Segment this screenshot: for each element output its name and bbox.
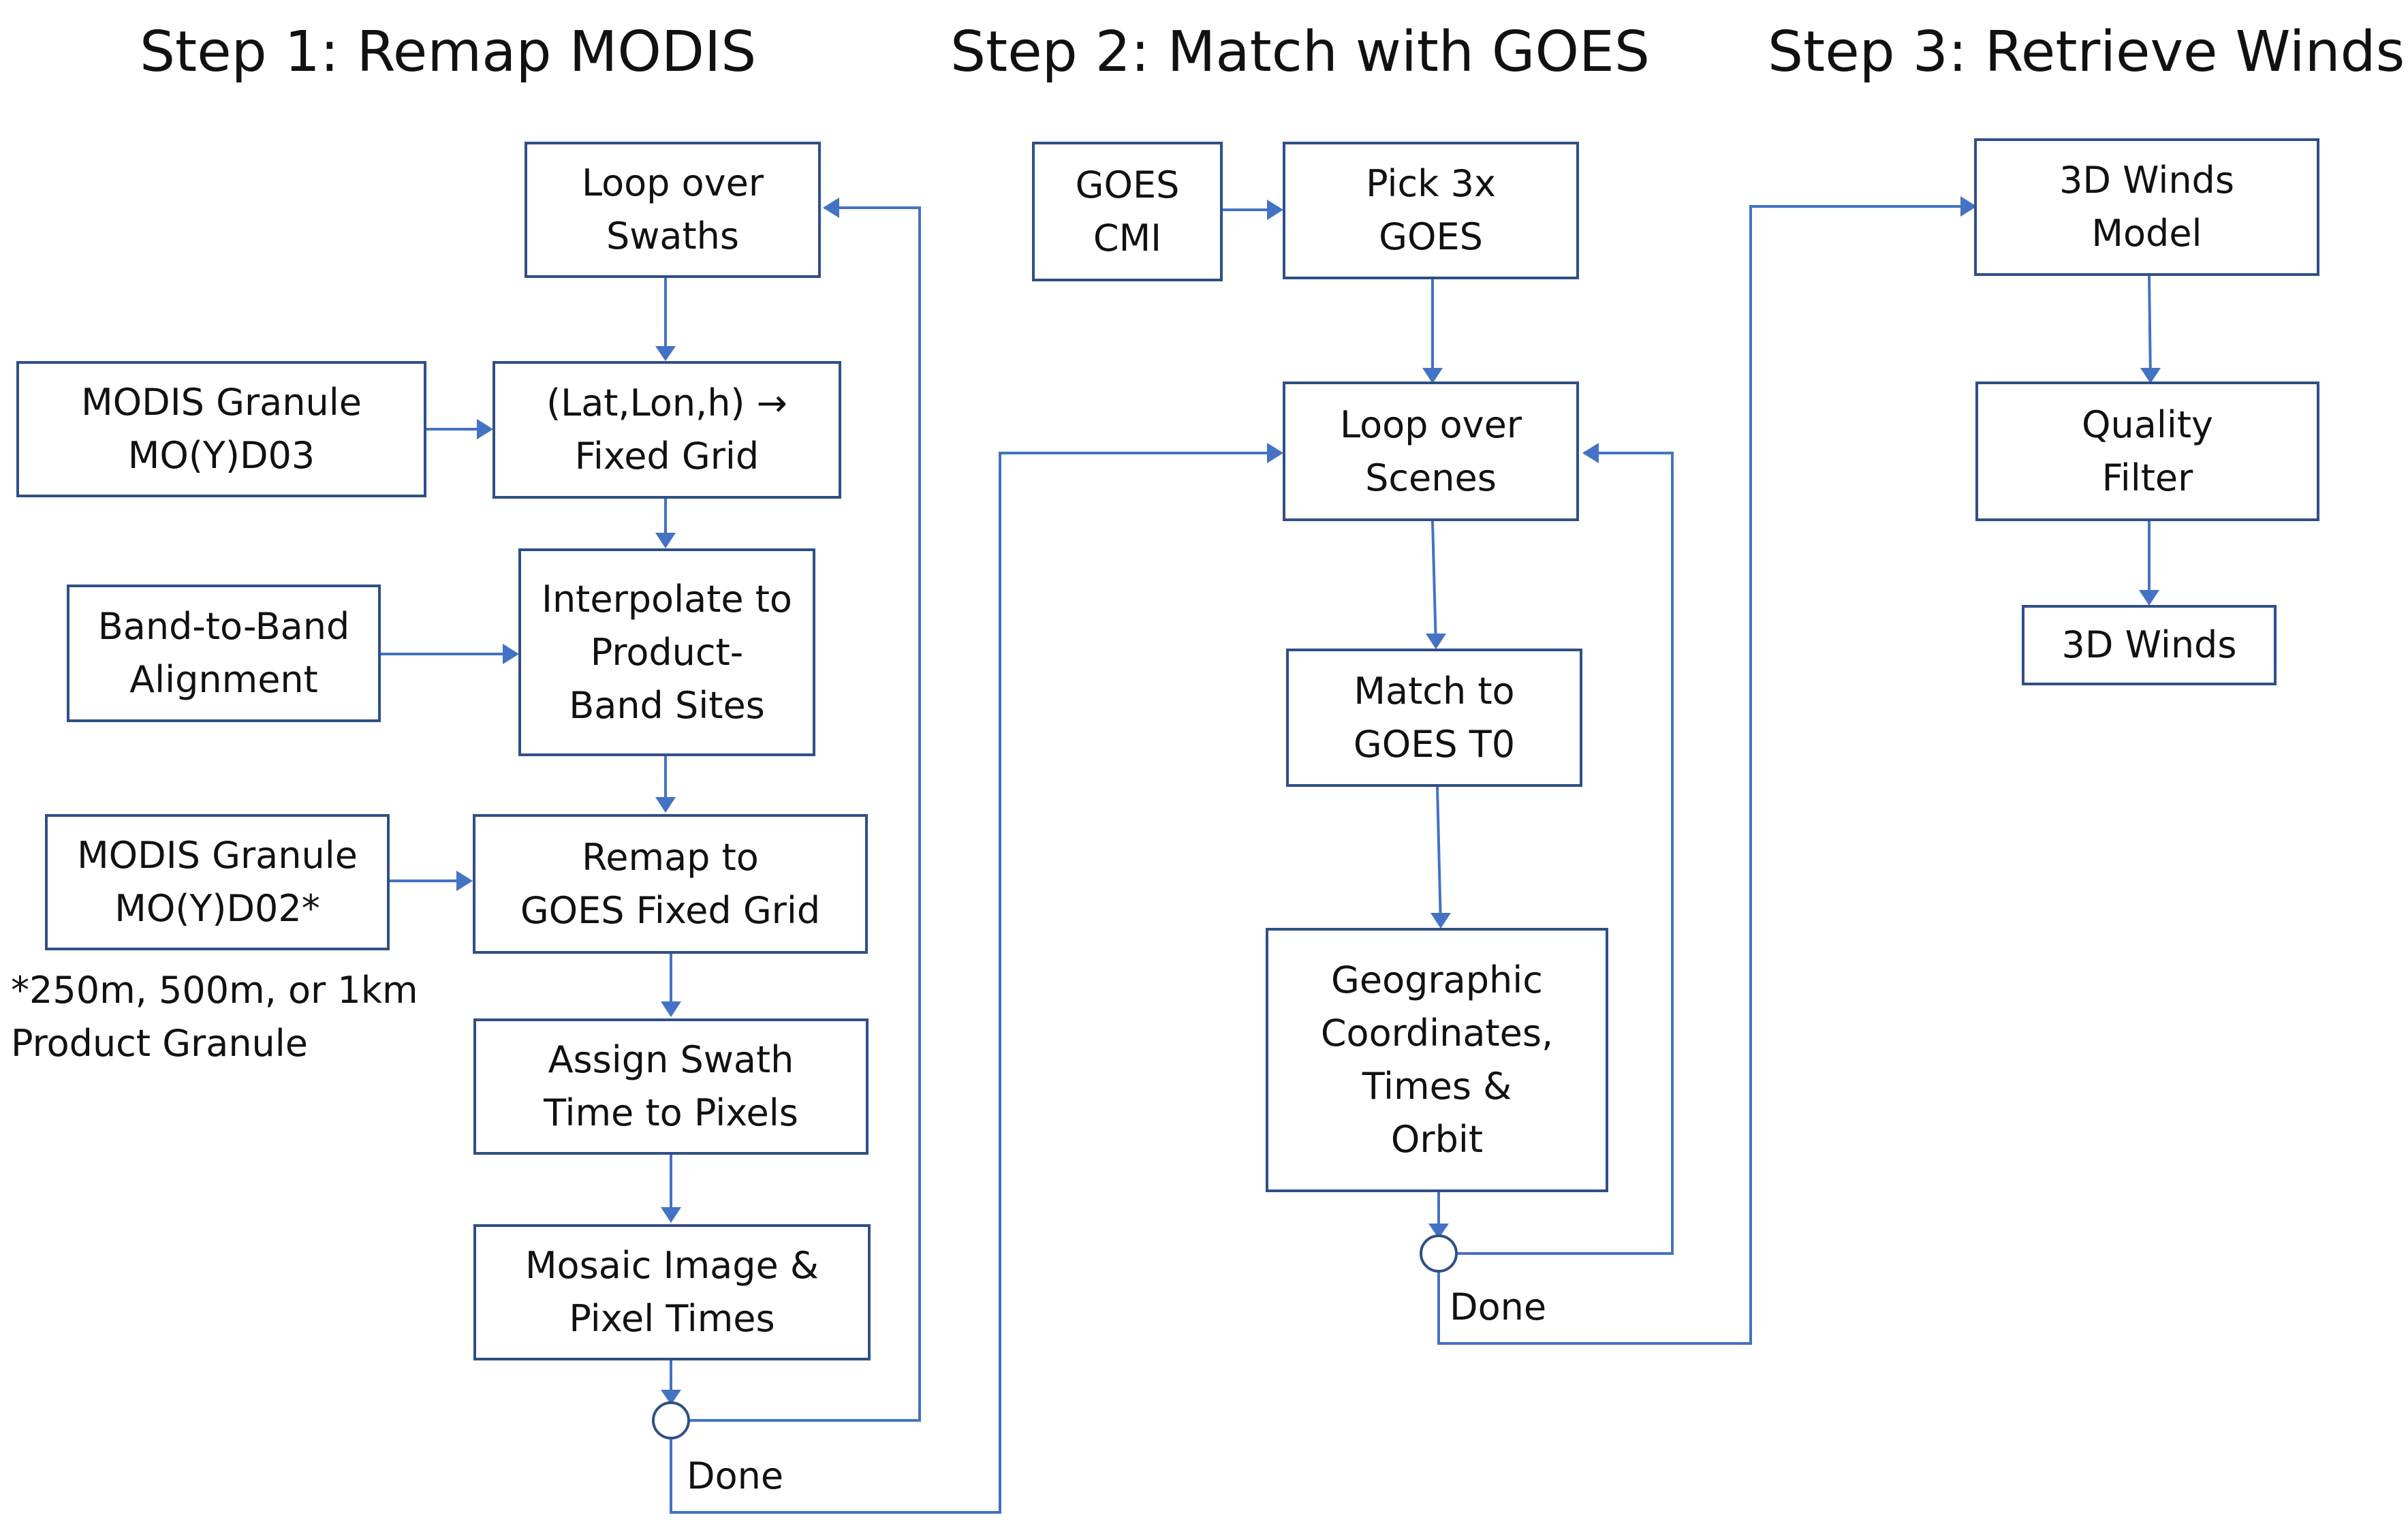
match-goes-t0-box: Match to GOES T0 (1286, 649, 1582, 787)
quality-filter-label: Quality Filter (2082, 403, 2213, 499)
loop-back-swaths (689, 206, 921, 1422)
arrowhead (823, 198, 839, 218)
arrowhead (2140, 368, 2161, 384)
arrowhead (2139, 590, 2159, 606)
loop-over-swaths-label: Loop over Swaths (581, 161, 764, 258)
arrowhead (1960, 196, 1977, 217)
pick-goes-box: Pick 3x GOES (1283, 142, 1579, 279)
arrowhead (456, 871, 473, 891)
interpolate-label: Interpolate to Product- Band Sites (542, 577, 792, 727)
arrowhead (503, 644, 519, 664)
goes-cmi-box: GOES CMI (1032, 142, 1223, 281)
winds-output-box: 3D Winds (2022, 605, 2277, 685)
arrowhead (655, 797, 676, 813)
arrowhead (1422, 368, 1443, 384)
mosaic-image-box: Mosaic Image & Pixel Times (473, 1224, 871, 1360)
modis-granule-d03-label: MODIS Granule MO(Y)D03 (81, 381, 362, 477)
step2-done-label: Done (1450, 1286, 1547, 1328)
assign-swath-time-label: Assign Swath Time to Pixels (544, 1038, 798, 1134)
arrowhead (661, 1207, 681, 1223)
assign-swath-time-box: Assign Swath Time to Pixels (473, 1018, 869, 1155)
loop-node-scenes (1420, 1234, 1458, 1273)
geographic-coordinates-box: Geographic Coordinates, Times & Orbit (1266, 928, 1608, 1192)
fixed-grid-label: (Lat,Lon,h) → Fixed Grid (546, 382, 787, 478)
arrowhead (655, 346, 676, 361)
geographic-coordinates-label: Geographic Coordinates, Times & Orbit (1320, 959, 1554, 1161)
match-goes-t0-label: Match to GOES T0 (1353, 669, 1516, 766)
modis-granule-d03-box: MODIS Granule MO(Y)D03 (16, 361, 426, 497)
done-to-step2 (670, 452, 1281, 1514)
loop-over-scenes-box: Loop over Scenes (1283, 382, 1579, 521)
winds-model-box: 3D Winds Model (1974, 138, 2319, 276)
band-alignment-box: Band-to-Band Alignment (67, 585, 381, 722)
arrowhead (661, 1001, 681, 1017)
arrowhead (661, 1390, 681, 1405)
goes-cmi-label: GOES CMI (1075, 163, 1180, 260)
arrowhead (1582, 443, 1599, 463)
mosaic-image-label: Mosaic Image & Pixel Times (525, 1244, 819, 1340)
modis-granule-d02-box: MODIS Granule MO(Y)D02* (45, 814, 390, 950)
arrowhead (655, 533, 676, 548)
loop-over-scenes-label: Loop over Scenes (1339, 403, 1522, 499)
footnote-product-granule: *250m, 500m, or 1km Product Granule (11, 969, 418, 1065)
modis-granule-d02-label: MODIS Granule MO(Y)D02* (77, 834, 358, 930)
arrow-match-to-geo (1436, 786, 1442, 927)
arrowhead (1426, 634, 1446, 649)
step1-header: Step 1: Remap MODIS (140, 20, 757, 84)
arrowhead (1267, 443, 1283, 463)
remap-goes-box: Remap to GOES Fixed Grid (473, 814, 868, 954)
pick-goes-label: Pick 3x GOES (1366, 162, 1496, 258)
done-to-step3 (1437, 205, 1974, 1345)
arrowhead (1430, 913, 1451, 929)
interpolate-box: Interpolate to Product- Band Sites (518, 548, 815, 756)
quality-filter-box: Quality Filter (1975, 382, 2319, 521)
winds-output-label: 3D Winds (2061, 623, 2237, 666)
arrow-model-to-filter (2148, 275, 2152, 381)
step3-header: Step 3: Retrieve Winds (1768, 20, 2405, 84)
arrowhead (1428, 1224, 1449, 1239)
loop-back-scenes (1456, 452, 1674, 1255)
step1-done-label: Done (687, 1454, 784, 1497)
loop-node-swaths (652, 1401, 690, 1439)
arrowhead (477, 419, 493, 439)
arrow-scenes-to-match (1431, 520, 1437, 648)
loop-over-swaths-box: Loop over Swaths (525, 142, 821, 278)
arrowhead (1267, 200, 1283, 220)
winds-model-label: 3D Winds Model (2059, 159, 2234, 255)
band-alignment-label: Band-to-Band Alignment (97, 605, 350, 701)
step2-header: Step 2: Match with GOES (950, 20, 1650, 84)
fixed-grid-box: (Lat,Lon,h) → Fixed Grid (492, 361, 841, 499)
remap-goes-label: Remap to GOES Fixed Grid (520, 835, 821, 932)
